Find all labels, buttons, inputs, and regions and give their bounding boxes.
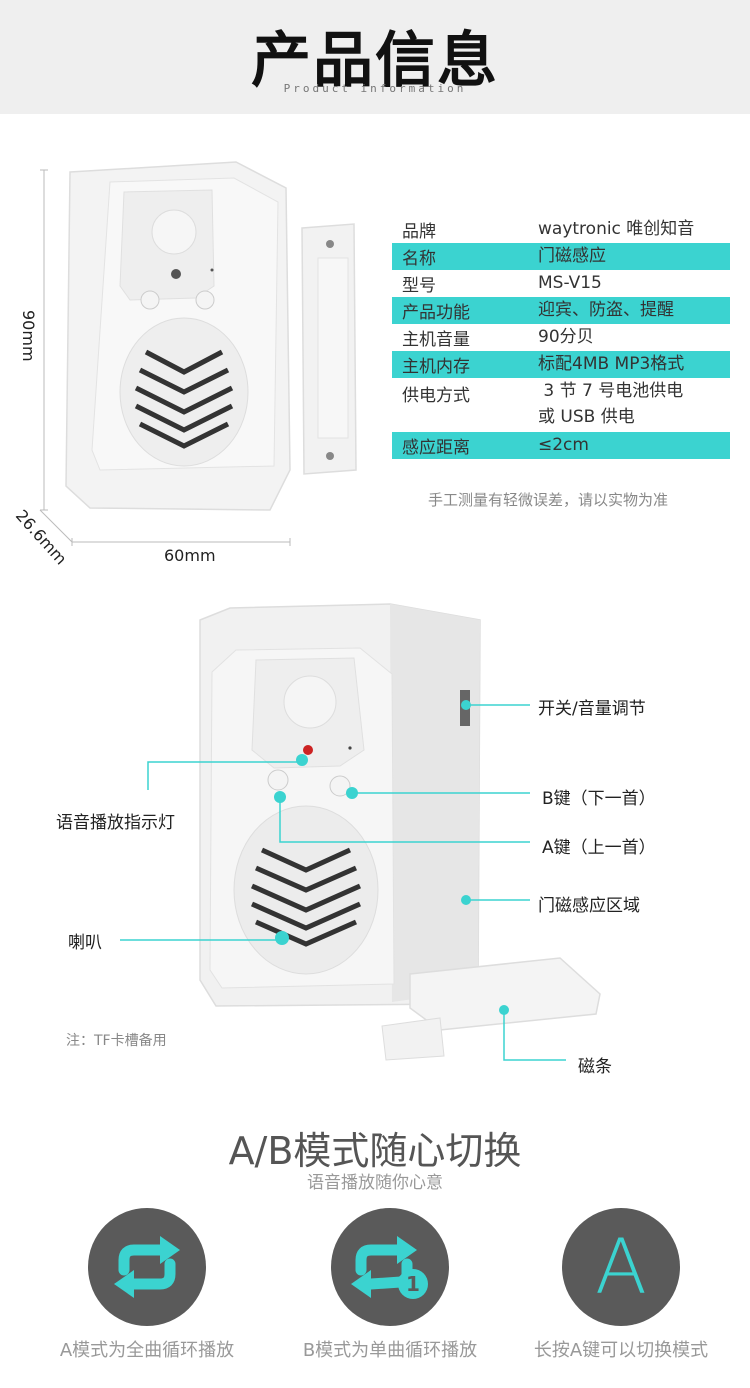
spec-row-model: 型号 MS-V15 bbox=[392, 270, 730, 297]
spec-value: 90分贝 bbox=[538, 327, 594, 347]
repeat-all-icon bbox=[88, 1208, 206, 1326]
callout-b-key: B键（下一首） bbox=[542, 789, 656, 809]
spec-row-volume: 主机音量 90分贝 bbox=[392, 324, 730, 351]
spec-key: 型号 bbox=[402, 276, 436, 296]
repeat-one-icon: 1 bbox=[331, 1208, 449, 1326]
spec-key: 品牌 bbox=[402, 222, 436, 242]
mode-a-label: A模式为全曲循环播放 bbox=[59, 1340, 235, 1361]
spec-key: 主机内存 bbox=[402, 357, 470, 377]
letter-a-icon: A bbox=[562, 1208, 680, 1326]
spec-row-brand: 品牌 waytronic 唯创知音 bbox=[392, 216, 730, 243]
spec-value: 3 节 7 号电池供电 bbox=[538, 381, 684, 401]
mode-b-label: B模式为单曲循环播放 bbox=[302, 1340, 478, 1361]
spec-value: 迎宾、防盗、提醒 bbox=[538, 300, 674, 320]
tf-card-note: 注：TF卡槽备用 bbox=[66, 1033, 167, 1049]
spec-key: 名称 bbox=[402, 249, 436, 269]
spec-value: ≤2cm bbox=[538, 435, 589, 455]
mode-section-title: A/B模式随心切换 bbox=[228, 1129, 522, 1173]
spec-value: 门磁感应 bbox=[538, 246, 606, 266]
spec-value: 标配4MB MP3格式 bbox=[538, 354, 685, 374]
spec-key: 产品功能 bbox=[402, 303, 470, 323]
callout-a-key: A键（上一首） bbox=[542, 838, 656, 858]
mode-section-subtitle: 语音播放随你心意 bbox=[307, 1173, 443, 1193]
spec-row-function: 产品功能 迎宾、防盗、提醒 bbox=[392, 297, 730, 324]
spec-value: MS-V15 bbox=[538, 273, 602, 293]
spec-row-name: 名称 门磁感应 bbox=[392, 243, 730, 270]
letter-a-glyph: A bbox=[595, 1222, 647, 1311]
spec-row-distance: 感应距离 ≤2cm bbox=[392, 432, 730, 459]
spec-key: 供电方式 bbox=[402, 386, 470, 406]
svg-text:1: 1 bbox=[406, 1272, 420, 1296]
spec-value: waytronic 唯创知音 bbox=[538, 219, 695, 239]
dimension-height: 90mm bbox=[19, 310, 38, 362]
callout-switch: 开关/音量调节 bbox=[538, 699, 646, 719]
dimension-width: 60mm bbox=[164, 546, 216, 565]
page-title: 产品信息 bbox=[251, 26, 499, 96]
mode-switch-label: 长按A键可以切换模式 bbox=[533, 1340, 709, 1361]
measure-note: 手工测量有轻微误差，请以实物为准 bbox=[428, 491, 669, 509]
callout-magnet: 磁条 bbox=[578, 1057, 612, 1077]
callout-sensor-area: 门磁感应区域 bbox=[538, 896, 640, 916]
spec-key: 感应距离 bbox=[402, 438, 470, 458]
device-dimension-drawing bbox=[39, 161, 357, 546]
spec-value-line2: 或 USB 供电 bbox=[538, 407, 635, 427]
callout-indicator: 语音播放指示灯 bbox=[56, 813, 175, 833]
page-subtitle: Product information bbox=[283, 82, 467, 95]
callout-speaker: 喇叭 bbox=[68, 933, 102, 953]
spec-row-power: 供电方式 3 节 7 号电池供电 或 USB 供电 bbox=[392, 378, 730, 432]
device-callout-diagram bbox=[120, 603, 601, 1061]
header-banner: 产品信息 Product information bbox=[0, 0, 750, 114]
spec-row-memory: 主机内存 标配4MB MP3格式 bbox=[392, 351, 730, 378]
spec-key: 主机音量 bbox=[402, 330, 470, 350]
spec-table: 品牌 waytronic 唯创知音 名称 门磁感应 型号 MS-V15 产品功能… bbox=[392, 216, 730, 459]
